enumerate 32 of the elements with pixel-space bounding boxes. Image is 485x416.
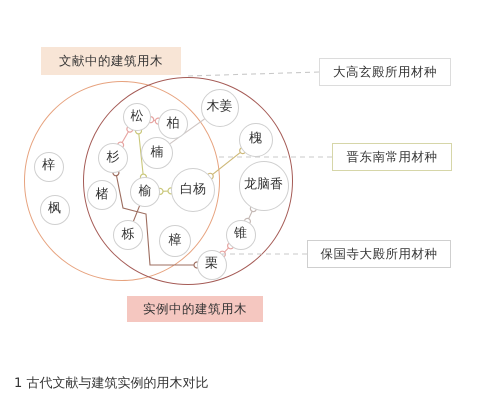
connector-line (117, 126, 134, 149)
connector-line (147, 116, 162, 125)
connector-line (218, 242, 234, 258)
species-circle: 槐 (238, 122, 272, 156)
connector-line (188, 71, 320, 77)
species-circle: 梓 (34, 152, 64, 182)
connector-line (222, 253, 307, 255)
species-circle: 栎 (113, 220, 143, 250)
species-circle: 柏 (158, 109, 188, 139)
species-circle: 白杨 (171, 168, 215, 212)
connector-line (244, 205, 257, 225)
connector-line (217, 156, 332, 158)
category-label: 晋东南常用材种 (332, 143, 452, 171)
category-label: 大高玄殿所用材种 (319, 58, 451, 86)
species-circle: 锥 (226, 220, 256, 250)
figure-caption: 1 古代文献与建筑实例的用木对比 (14, 375, 208, 392)
species-circle: 榆 (130, 177, 160, 207)
species-circle: 松 (123, 103, 151, 131)
category-label: 实例中的建筑用木 (127, 296, 263, 322)
species-circle: 樟 (159, 225, 191, 257)
species-circle: 杉 (98, 143, 128, 173)
connector-line (206, 147, 246, 180)
species-circle: 龙脑香 (238, 160, 288, 210)
category-label: 文献中的建筑用木 (41, 47, 181, 75)
species-circle: 楮 (87, 180, 117, 210)
connector-line (170, 118, 205, 144)
species-circle: 木姜 (200, 88, 238, 126)
connector-line (132, 206, 140, 222)
category-label: 保国寺大殿所用材种 (307, 240, 451, 268)
species-circle: 楠 (141, 137, 173, 169)
species-circle: 枫 (40, 194, 70, 224)
species-circle: 栗 (196, 250, 226, 280)
